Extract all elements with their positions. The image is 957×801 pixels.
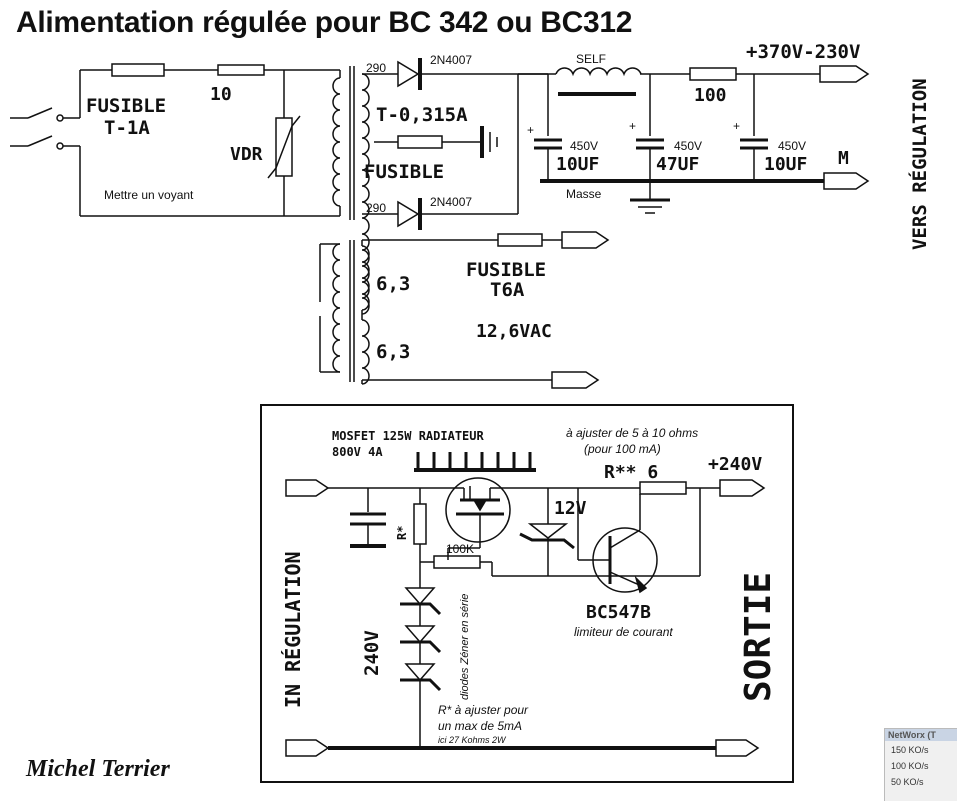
networx-row-50: 50 KO/s (891, 777, 924, 787)
adjust-note-line2: (pour 100 mA) (584, 442, 661, 456)
vac-label: 12,6VAC (476, 321, 552, 342)
transistor-label: BC547B (586, 602, 651, 623)
networx-widget[interactable]: NetWorx (T 150 KO/s 100 KO/s 50 KO/s (884, 728, 957, 801)
masse-label: Masse (566, 187, 602, 201)
diode-bottom-label: 2N4007 (430, 195, 472, 209)
secondary-290-top: 290 (366, 61, 386, 75)
m-label: M (838, 148, 849, 169)
voyant-note: Mettre un voyant (104, 188, 194, 202)
regulator-output-voltage: +240V (708, 454, 762, 475)
vdr-label: VDR (230, 144, 263, 165)
rstar-note-line2: un max de 5mA (438, 719, 522, 733)
signature: Michel Terrier (25, 756, 170, 782)
fuse3-label: FUSIBLE (466, 259, 546, 281)
cap2-capacitance: 47UF (656, 154, 699, 175)
mosfet-line1: MOSFET 125W RADIATEUR (332, 429, 484, 443)
cap2-voltage: 450V (674, 139, 702, 153)
zener-12v-label: 12V (554, 498, 587, 519)
res-100k-label: 100K (446, 542, 474, 556)
zener-note: diodes Zéner en série (459, 594, 471, 700)
vers-regulation-label: VERS RÉGULATION (908, 78, 931, 250)
adjust-note-line1: à ajuster de 5 à 10 ohms (566, 426, 698, 440)
cap1-plus: + (527, 123, 534, 137)
fuse2-rating: T-0,315A (376, 104, 468, 126)
mosfet-line2: 800V 4A (332, 445, 383, 459)
page-title: Alimentation régulée pour BC 342 ou BC31… (16, 6, 633, 39)
networx-header: NetWorx (T (885, 729, 957, 741)
cap1-capacitance: 10UF (556, 154, 599, 175)
rstar-note-line3: ici 27 Kohms 2W (438, 735, 507, 745)
resistor-10-label: 10 (210, 84, 232, 105)
in-regulation-label: IN RÉGULATION (281, 551, 305, 708)
cap3-capacitance: 10UF (764, 154, 807, 175)
fuse2-label: FUSIBLE (364, 161, 444, 183)
fuse1-rating: T-1A (104, 117, 150, 139)
cap3-voltage: 450V (778, 139, 806, 153)
transistor-note: limiteur de courant (574, 625, 673, 639)
cap2-plus: + (629, 119, 636, 133)
zener-chain-label: 240V (361, 630, 383, 676)
r6-label: R** 6 (604, 462, 658, 483)
cap1-voltage: 450V (570, 139, 598, 153)
networx-row-150: 150 KO/s (891, 745, 929, 755)
resistor-100-label: 100 (694, 85, 727, 106)
rstar-note-line1: R* à ajuster pour (438, 703, 529, 717)
r-star-label: R* (395, 526, 409, 540)
secondary-290-bottom: 290 (366, 201, 386, 215)
output-voltage-label: +370V-230V (746, 41, 860, 63)
cap3-plus: + (733, 119, 740, 133)
self-label: SELF (576, 52, 606, 66)
fuse1-label: FUSIBLE (86, 95, 166, 117)
fuse3-rating: T6A (490, 279, 525, 301)
heater2-label: 6,3 (376, 341, 410, 363)
diode-top-label: 2N4007 (430, 53, 472, 67)
heater1-label: 6,3 (376, 273, 410, 295)
sortie-label: SORTIE (738, 572, 779, 702)
networx-row-100: 100 KO/s (891, 761, 929, 771)
